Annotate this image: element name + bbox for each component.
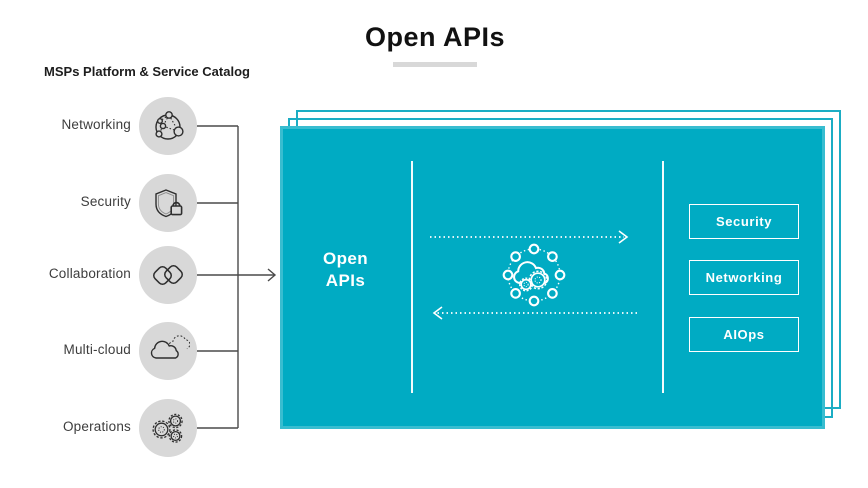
cloud-gears-network-icon <box>502 243 566 307</box>
api-box-divider-left <box>411 161 413 393</box>
api-box-label-line2: APIs <box>325 271 366 290</box>
overlapping-squares-icon <box>139 246 197 304</box>
catalog-connector-lines <box>197 125 277 429</box>
catalog-item-label-security: Security <box>80 194 131 209</box>
networking-button[interactable]: Networking <box>689 260 799 295</box>
catalog-item-label-networking: Networking <box>61 117 131 132</box>
catalog-heading: MSPs Platform & Service Catalog <box>44 64 250 79</box>
api-flow-graphic <box>430 230 637 320</box>
security-button[interactable]: Security <box>689 204 799 239</box>
api-box-label-line1: Open <box>322 249 369 268</box>
aiops-button[interactable]: AIOps <box>689 317 799 352</box>
page-title: Open APIs <box>364 22 506 52</box>
catalog-item-label-operations: Operations <box>62 419 131 434</box>
catalog-item-label-multicloud: Multi-cloud <box>63 342 131 357</box>
catalog-item-label-collaboration: Collaboration <box>48 266 131 281</box>
open-apis-box: Open APIs <box>280 126 825 429</box>
multi-cloud-icon <box>139 322 197 380</box>
title-underline <box>393 62 477 67</box>
api-box-divider-right <box>662 161 664 393</box>
network-globe-icon <box>139 97 197 155</box>
api-box-label: Open APIs <box>280 248 411 292</box>
shield-lock-icon <box>139 174 197 232</box>
gears-icon <box>139 399 197 457</box>
